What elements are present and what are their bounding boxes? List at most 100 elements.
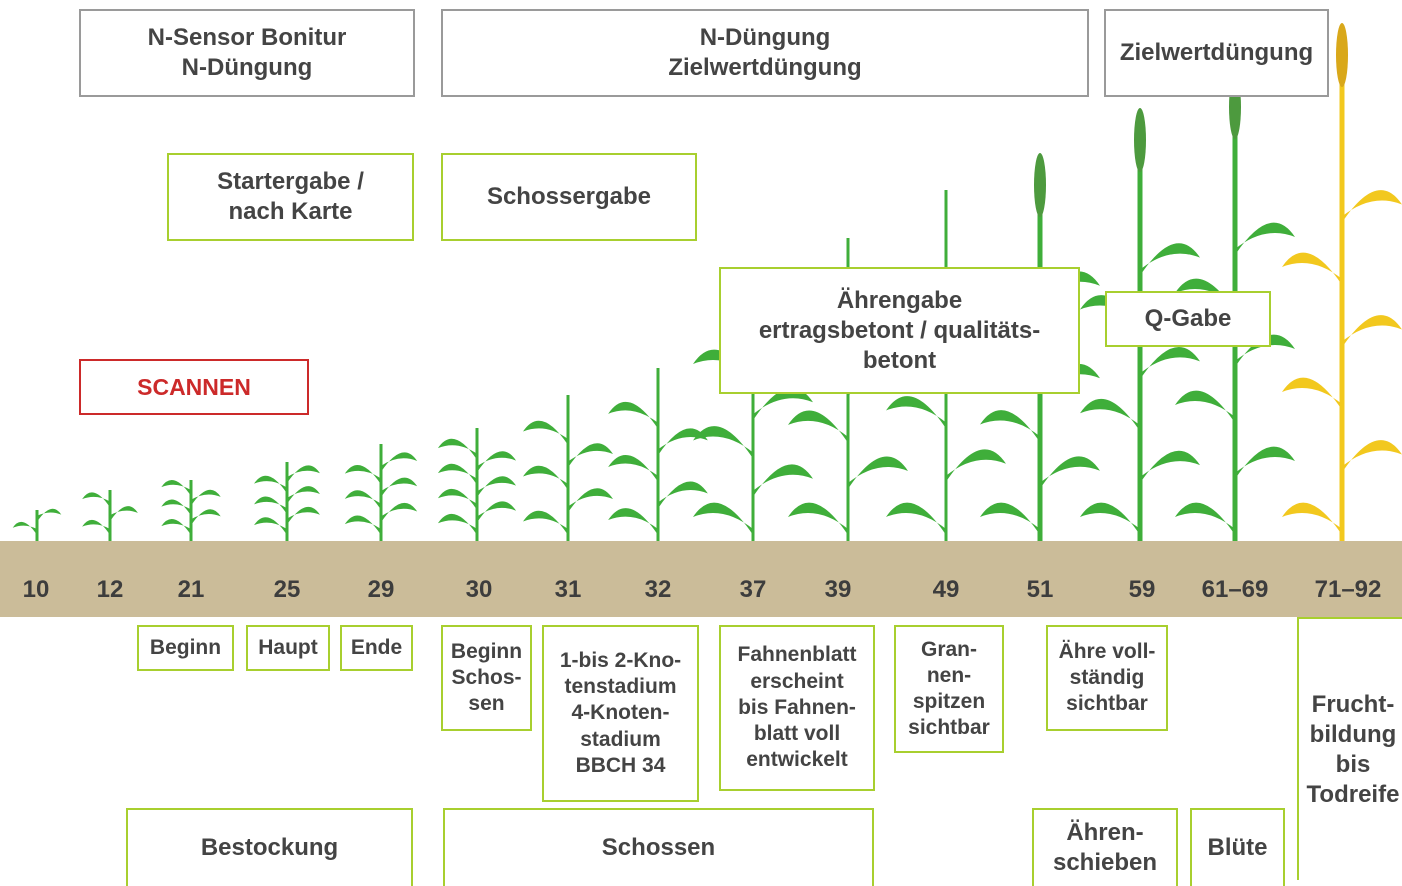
leaf [381,503,417,523]
leaf [980,503,1040,535]
leaf [1282,253,1342,285]
box-text-line: betont [759,346,1040,376]
leaf [1140,243,1200,275]
wheat-plant [608,368,708,565]
bbch-stage-label: 25 [274,576,301,604]
box-text: Startergabe /nach Karte [217,167,364,227]
leaf [438,489,477,510]
bbch-stage-label: 31 [555,576,582,604]
leaf [161,499,191,515]
box-text: Ende [351,635,402,661]
box-text-line: entwickelt [738,747,857,773]
box-text: Fahnenblatterscheintbis Fahnen-blatt vol… [738,642,857,773]
leaf [1080,399,1140,431]
box-text-line: Zielwertdüngung [668,53,861,83]
box-text-line: Schos- [451,665,522,691]
box-text-line: Beginn [451,639,522,665]
leaf [1342,190,1402,222]
box-text-line: bildung [1307,720,1400,750]
leaf [523,511,568,535]
box-text-line: sichtbar [908,715,990,741]
leaf [82,492,110,507]
bbch-stage-label: 21 [178,576,205,604]
leaf [287,465,320,483]
leaf [1235,447,1295,479]
box-text-line: tenstadium [560,674,681,700]
box-text: Ähren-schieben [1053,818,1157,878]
leaf [438,514,477,535]
box-text-line: ertragsbetont / qualitäts- [759,316,1040,346]
leaf [886,503,946,535]
box-text: N-Sensor BoniturN-Düngung [148,23,347,83]
leaf [980,410,1040,442]
box-text-line: Blüte [1208,833,1268,863]
box-text-line: erscheint [738,669,857,695]
soil-band [0,541,1402,617]
box-text-line: nach Karte [217,197,364,227]
box-text: Ährengabeertragsbetont / qualitäts-beton… [759,286,1040,376]
leaf [287,507,320,525]
leaf [1235,223,1295,255]
box-text-line: Startergabe / [217,167,364,197]
box-text-line: Bestockung [201,833,338,863]
leaf [523,421,568,445]
box-text-line: N-Sensor Bonitur [148,23,347,53]
leaf [254,476,287,494]
wheat-ear [1336,23,1348,87]
leaf [658,482,708,509]
bbch-stage-label: 30 [466,576,493,604]
phase-schossen-box: Schossen [443,808,874,886]
box-text-line: bis [1307,750,1400,780]
box-text: Schossergabe [487,182,651,212]
leaf [438,439,477,460]
wheat-plant [1282,23,1402,565]
leaf [1282,378,1342,410]
box-text-line: ständig [1059,665,1156,691]
scannen-box: SCANNEN [79,359,309,415]
bbch-stage-label: 59 [1129,576,1156,604]
zielwertduengung-box: Zielwertdüngung [1104,9,1329,97]
leaf [608,455,658,482]
box-text: Blüte [1208,833,1268,863]
stage-knoten-box: 1-bis 2-Kno-tenstadium4-Knoten-stadiumBB… [542,625,699,802]
leaf [886,396,946,428]
leaf [82,520,110,535]
box-text-line: Schossen [602,833,715,863]
leaf [191,490,221,506]
bbch-stage-label: 61–69 [1202,576,1269,604]
box-text-line: nen- [908,663,990,689]
leaf [1140,347,1200,379]
box-text-line: sen [451,691,522,717]
leaf [568,488,613,512]
wheat-plant [523,395,613,565]
box-text-line: N-Düngung [148,53,347,83]
box-text-line: Ähre voll- [1059,639,1156,665]
leaf [161,480,191,496]
leaf [191,509,221,525]
leaf [381,478,417,498]
box-text-line: Fahnenblatt [738,642,857,668]
box-text-line: SCANNEN [137,373,251,402]
leaf [13,522,37,535]
box-text-line: blatt voll [738,721,857,747]
box-text-line: Haupt [258,635,318,661]
leaf [345,515,381,535]
startergabe-box: Startergabe /nach Karte [167,153,414,241]
stage-haupt-box: Haupt [246,625,330,671]
bbch-stage-label: 12 [97,576,124,604]
leaf [1040,456,1100,488]
leaf [254,496,287,514]
leaf [381,452,417,472]
leaf [608,402,658,429]
bbch-stage-label: 37 [740,576,767,604]
phase-aehrenschieben-box: Ähren-schieben [1032,808,1178,886]
box-text-line: Zielwertdüngung [1120,38,1313,68]
leaf [37,509,61,522]
